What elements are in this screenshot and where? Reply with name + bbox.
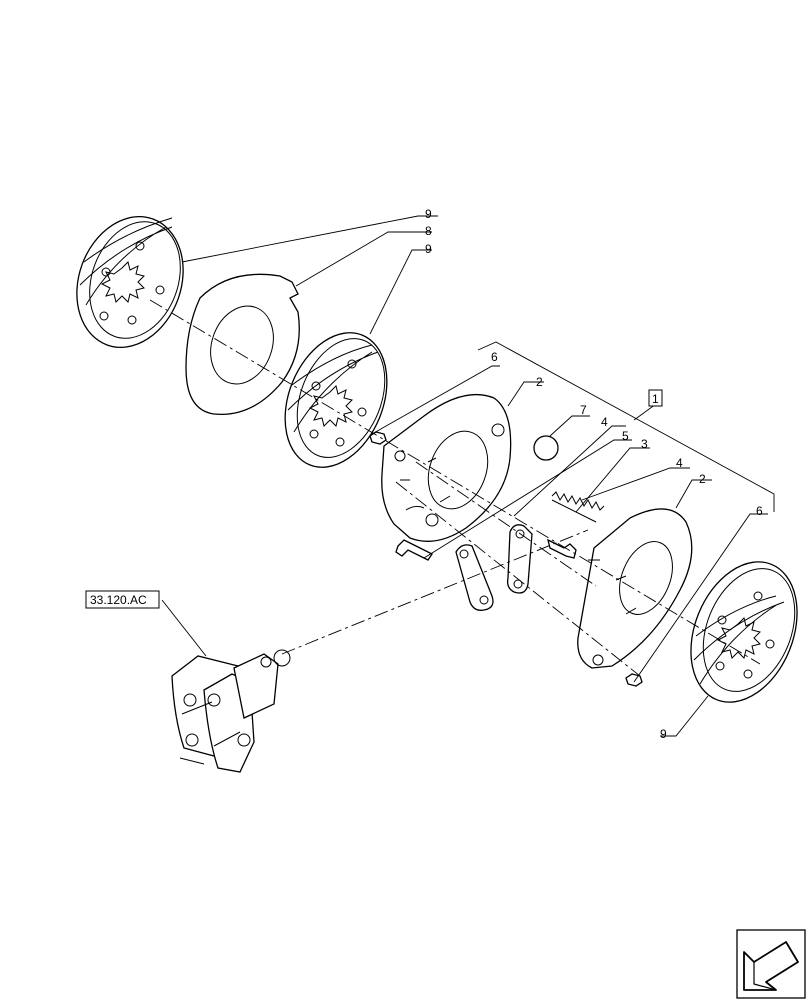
steel-ball [533,435,559,461]
callout-4-right: 4 [676,456,683,470]
callout-7: 7 [580,403,587,417]
bolt-lower [395,539,433,561]
link-arm-left [455,544,494,611]
separator-plate [185,273,300,416]
brake-linkage-assembly [171,649,291,773]
callout-6-right: 6 [756,504,763,518]
actuator-plate-left [381,394,512,542]
nut-right [625,673,643,687]
assembly-axis-lines [149,299,761,677]
group-callout-box [648,389,663,407]
leader-lines [161,215,768,737]
callout-9-middle: 9 [425,242,432,256]
reference-label-box[interactable] [85,590,160,609]
callout-5: 5 [622,429,629,443]
callout-8: 8 [425,224,432,238]
link-arm-right [506,524,533,594]
callout-9-bottom: 9 [660,727,667,741]
callout-2-left: 2 [536,375,543,389]
friction-disc-top-left [76,216,184,348]
group-bracket [477,341,775,512]
bolt-right [547,538,577,559]
next-page-arrow-icon[interactable] [736,929,806,999]
callout-3: 3 [641,437,648,451]
callout-6-left: 6 [491,350,498,364]
actuator-plate-right [577,508,693,669]
callout-1: 1 [652,392,659,406]
callout-9-top: 9 [425,207,432,221]
reference-label[interactable]: 33.120.AC [90,593,147,607]
callout-4-left: 4 [601,415,608,429]
return-spring [551,491,605,523]
friction-disc-middle [284,332,388,468]
callout-2-right: 2 [699,472,706,486]
friction-disc-right [690,561,798,703]
